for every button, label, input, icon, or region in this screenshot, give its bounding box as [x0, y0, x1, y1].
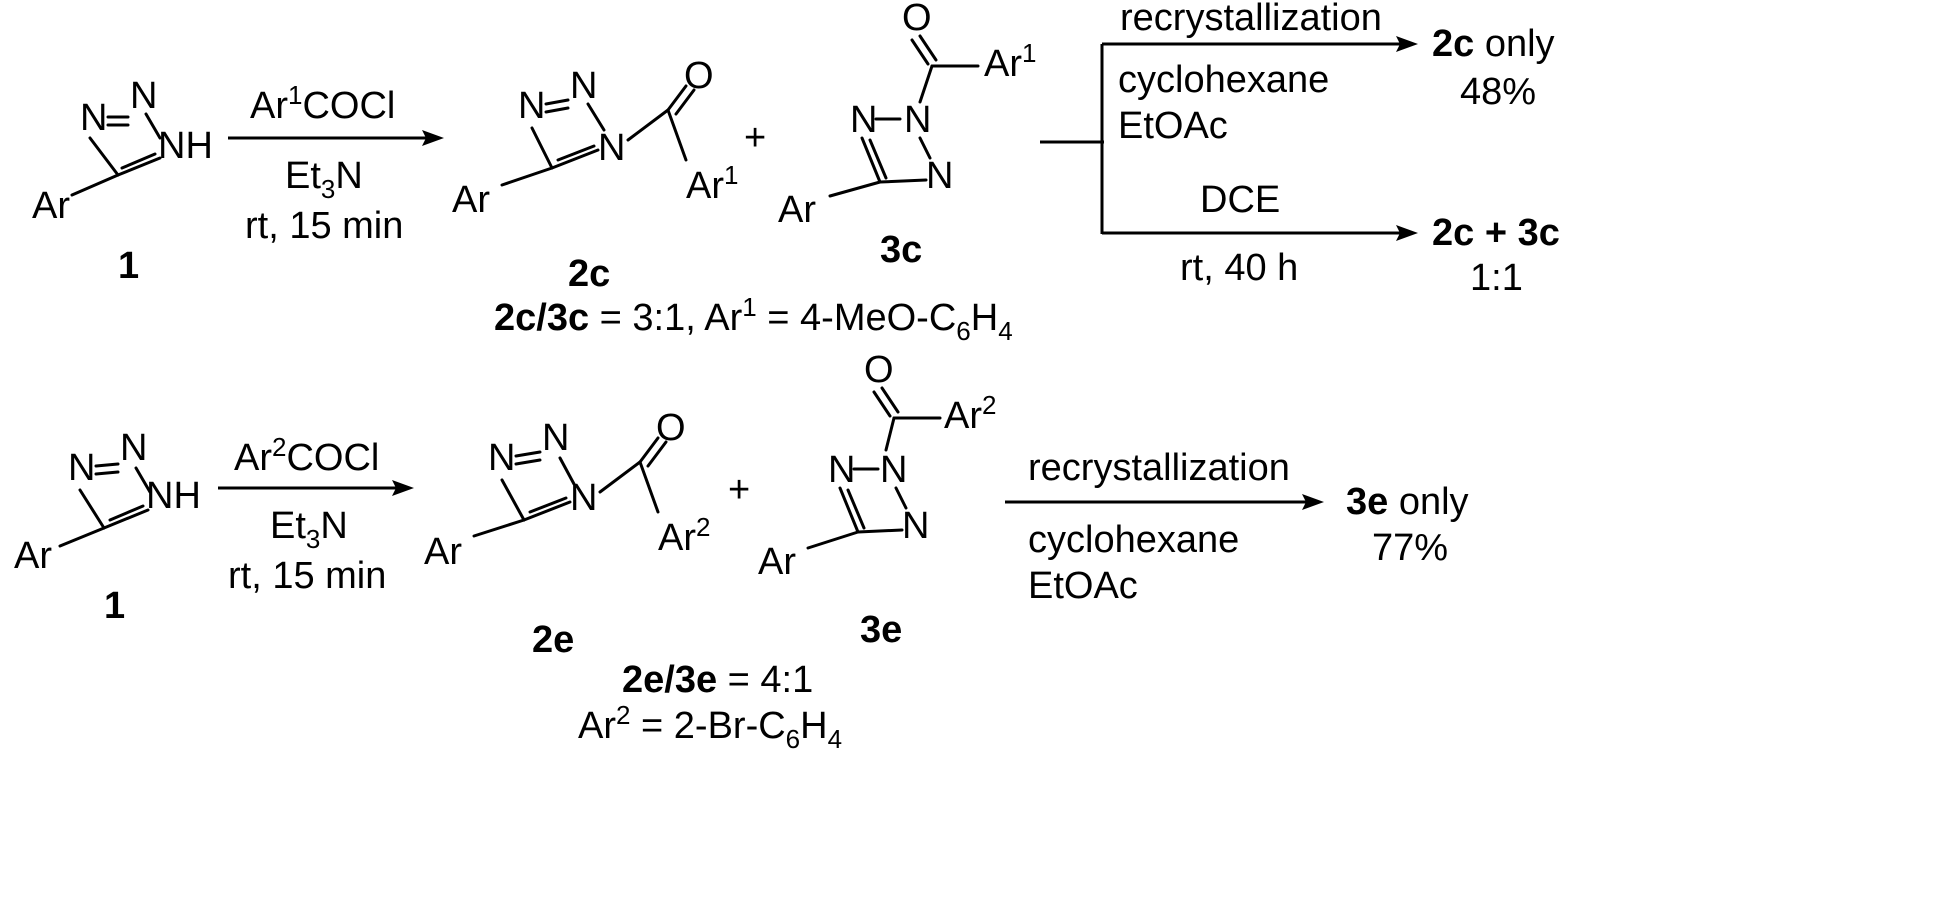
conditions-label: rt, 15 min: [245, 205, 403, 247]
atom-ar: Ar: [452, 179, 490, 221]
atom-n: N: [518, 85, 545, 127]
atom-n: N: [850, 99, 877, 141]
atom-o: O: [684, 55, 714, 97]
atom-ar2: Ar2: [658, 512, 710, 559]
compound-1-structure: N N NH Ar 1: [32, 75, 213, 287]
atom-nh: NH: [158, 125, 213, 167]
atom-ar2: Ar2: [944, 390, 996, 437]
solvent-label: cyclohexane: [1118, 59, 1329, 101]
conditions-label: rt, 15 min: [228, 555, 386, 597]
compound-1-structure: N N NH Ar 1: [14, 427, 201, 627]
reaction-arrow-1: Ar1COCl Et3N rt, 15 min: [228, 80, 444, 247]
atom-ar: Ar: [778, 189, 816, 231]
row-2: N N NH Ar 1 Ar2COCl Et3N rt, 15 min N: [14, 349, 1469, 754]
compound-label: 1: [118, 245, 139, 287]
plus-sign: +: [728, 469, 750, 511]
atom-ar1: Ar1: [686, 160, 738, 207]
compound-label: 2e: [532, 619, 574, 661]
atom-ar: Ar: [424, 531, 462, 573]
ratio-label: 2e/3e = 4:1: [622, 659, 813, 701]
step-label: recrystallization: [1120, 0, 1382, 39]
atom-n: N: [598, 127, 625, 169]
atom-n: N: [904, 99, 931, 141]
atom-n: N: [488, 437, 515, 479]
solvent-label: EtOAc: [1028, 565, 1138, 607]
solvent-label: cyclohexane: [1028, 519, 1239, 561]
compound-label: 1: [104, 585, 125, 627]
compound-2c-structure: N N N Ar O Ar1 2c: [452, 55, 738, 295]
reaction-arrow-3: recrystallization cyclohexane EtOAc: [1005, 447, 1324, 607]
result-label: 2c + 3c: [1432, 212, 1560, 254]
result-label: 2c only: [1432, 23, 1555, 65]
atom-o: O: [902, 0, 932, 39]
ar-definition-label: Ar2 = 2-Br-C6H4: [578, 700, 842, 754]
atom-o: O: [656, 407, 686, 449]
atom-n: N: [902, 505, 929, 547]
atom-n: N: [926, 155, 953, 197]
reagent-label: Ar2COCl: [234, 432, 379, 479]
conditions-label: rt, 40 h: [1180, 247, 1298, 289]
row-1: N N NH Ar 1 Ar1COCl Et3N rt, 15 min N: [32, 0, 1560, 346]
reaction-arrow-2: Ar2COCl Et3N rt, 15 min: [218, 432, 414, 597]
reagent-label: Ar1COCl: [250, 80, 395, 127]
atom-ar: Ar: [758, 541, 796, 583]
step-label: recrystallization: [1028, 447, 1290, 489]
result-label: 3e only: [1346, 481, 1469, 523]
atom-ar1: Ar1: [984, 38, 1036, 85]
compound-3e-structure: O Ar2 N N N Ar 3e: [758, 349, 996, 651]
compound-label: 3c: [880, 229, 922, 271]
atom-n: N: [130, 75, 157, 117]
ratio-label: 1:1: [1470, 257, 1523, 299]
compound-2e-structure: N N N Ar O Ar2 2e: [424, 407, 710, 661]
atom-ar: Ar: [14, 535, 52, 577]
atom-n: N: [880, 449, 907, 491]
base-label: Et3N: [270, 505, 348, 554]
branch-arrows: recrystallization cyclohexane EtOAc DCE …: [1040, 0, 1418, 289]
compound-label: 2c: [568, 253, 610, 295]
base-label: Et3N: [285, 155, 363, 204]
atom-o: O: [864, 349, 894, 391]
yield-label: 77%: [1372, 527, 1448, 569]
compound-3c-structure: O Ar1 N N N Ar 3c: [778, 0, 1036, 271]
plus-sign: +: [744, 117, 766, 159]
atom-nh: NH: [146, 475, 201, 517]
atom-n: N: [570, 65, 597, 107]
atom-n: N: [120, 427, 147, 469]
solvent-label: EtOAc: [1118, 105, 1228, 147]
atom-ar: Ar: [32, 185, 70, 227]
ratio-label: 2c/3c = 3:1, Ar1 = 4-MeO-C6H4: [494, 292, 1013, 346]
solvent-label: DCE: [1200, 179, 1280, 221]
atom-n: N: [828, 449, 855, 491]
atom-n: N: [68, 447, 95, 489]
yield-label: 48%: [1460, 71, 1536, 113]
atom-n: N: [80, 97, 107, 139]
atom-n: N: [570, 477, 597, 519]
compound-label: 3e: [860, 609, 902, 651]
atom-n: N: [542, 417, 569, 459]
